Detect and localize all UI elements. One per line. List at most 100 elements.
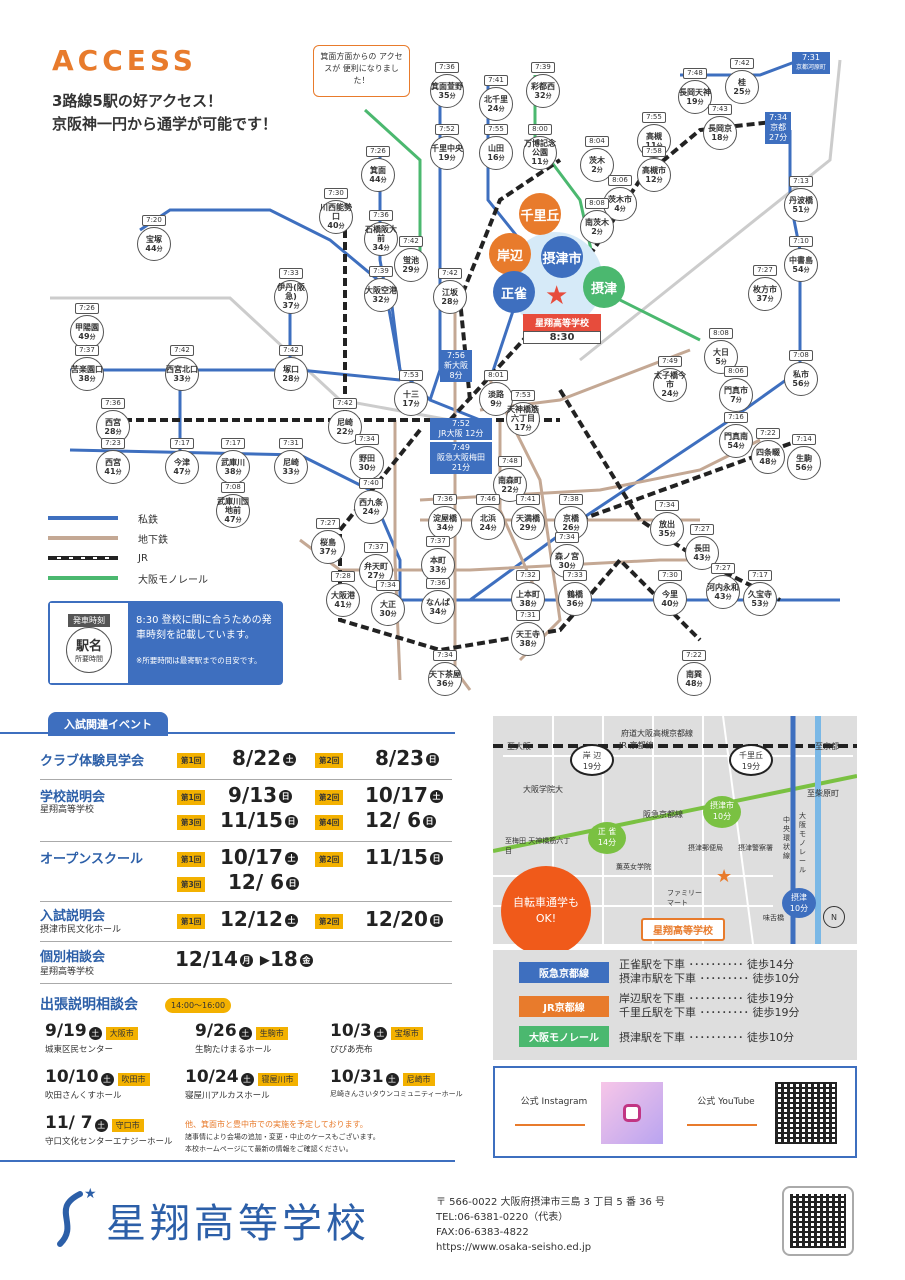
station-shojaku[interactable]: 正雀 [493,271,535,313]
station-time: 7:16 [724,412,748,423]
station-senriyama[interactable]: 千里丘 [519,193,561,235]
station-minutes: 36分 [436,678,454,688]
school-station-label: 星翔高等学校 8:30 [523,314,601,344]
station-minutes: 25分 [733,86,751,96]
station-time: 7:34 [433,650,457,661]
station-minutes: 37分 [282,301,300,310]
station-time: 7:48 [498,456,522,467]
station-name: 大日 [713,347,729,357]
instagram-icon [623,1104,641,1122]
instagram-qr[interactable] [601,1082,663,1144]
station-time: 7:33 [563,570,587,581]
station-name: 尼崎 [283,457,299,467]
station-minutes: 37分 [756,293,774,303]
youtube-qr[interactable] [775,1082,837,1144]
station-kishibe[interactable]: 岸辺 [489,233,531,275]
station-time: 8:00 [528,124,552,135]
sns-box: 公式 Instagram 公式 YouTube [493,1066,857,1158]
footer-url-link[interactable]: https://www.osaka-seisho.ed.jp [436,1242,592,1253]
station-settsushi[interactable]: 摂津市 [541,236,583,278]
station-name: 桂 [738,77,746,87]
station-settsu[interactable]: 摂津 [583,266,625,308]
legend-private: 私鉄 [48,512,208,526]
footer-qr[interactable] [782,1186,854,1256]
station-minutes: 41分 [104,466,122,476]
station-minutes: 36分 [566,598,584,608]
